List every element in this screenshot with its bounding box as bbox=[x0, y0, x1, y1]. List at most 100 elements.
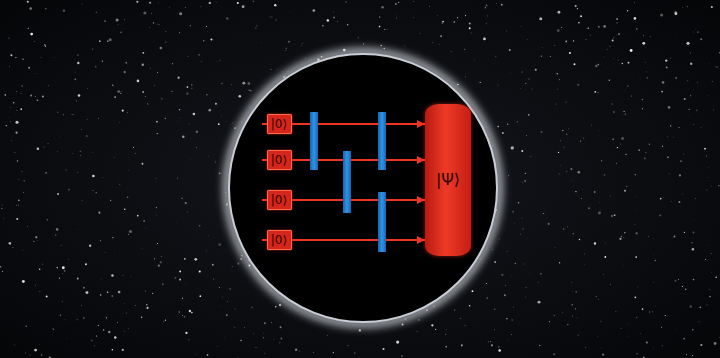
star bbox=[613, 139, 614, 140]
qubit-wire-arrow bbox=[292, 239, 426, 241]
star bbox=[142, 64, 144, 66]
star bbox=[700, 307, 702, 309]
star bbox=[194, 354, 196, 356]
star bbox=[185, 202, 187, 204]
star bbox=[155, 214, 157, 216]
star bbox=[104, 20, 106, 22]
two-qubit-gate bbox=[343, 151, 351, 213]
star bbox=[577, 8, 578, 9]
star bbox=[112, 349, 114, 351]
star bbox=[92, 151, 94, 153]
star bbox=[690, 62, 692, 64]
star bbox=[464, 49, 465, 50]
star bbox=[182, 298, 183, 299]
star bbox=[124, 303, 126, 305]
star bbox=[678, 127, 679, 128]
star bbox=[465, 76, 467, 78]
star bbox=[142, 91, 144, 93]
star bbox=[636, 196, 638, 198]
star bbox=[83, 287, 85, 289]
star bbox=[700, 38, 702, 40]
star bbox=[486, 15, 488, 17]
star bbox=[238, 95, 241, 98]
star bbox=[66, 338, 68, 340]
star bbox=[209, 2, 211, 4]
star bbox=[687, 6, 689, 8]
star bbox=[501, 274, 503, 276]
star bbox=[137, 215, 139, 217]
star bbox=[660, 326, 662, 328]
star bbox=[146, 304, 148, 306]
star bbox=[154, 85, 156, 87]
star bbox=[10, 107, 12, 109]
star bbox=[616, 18, 618, 20]
star bbox=[128, 234, 130, 236]
star bbox=[662, 196, 664, 198]
star bbox=[711, 272, 713, 274]
star bbox=[95, 66, 97, 68]
star bbox=[646, 341, 648, 343]
star bbox=[525, 296, 527, 298]
star bbox=[102, 61, 103, 62]
star bbox=[670, 58, 671, 59]
star bbox=[237, 2, 239, 4]
star bbox=[113, 86, 115, 88]
star bbox=[709, 296, 711, 298]
star bbox=[610, 284, 612, 286]
star bbox=[540, 131, 542, 133]
star bbox=[128, 169, 130, 171]
star bbox=[149, 67, 151, 69]
star bbox=[521, 217, 523, 219]
star bbox=[706, 95, 708, 97]
star bbox=[498, 349, 500, 351]
star bbox=[575, 5, 577, 7]
star bbox=[12, 247, 14, 249]
star bbox=[711, 81, 713, 83]
star bbox=[213, 278, 215, 280]
star bbox=[86, 135, 88, 137]
star bbox=[196, 131, 198, 133]
star bbox=[525, 83, 526, 84]
star bbox=[111, 274, 113, 276]
star bbox=[76, 228, 78, 230]
star bbox=[196, 147, 198, 149]
star bbox=[161, 98, 163, 100]
star bbox=[200, 61, 202, 63]
star bbox=[221, 83, 222, 84]
star bbox=[2, 204, 3, 205]
star bbox=[177, 12, 179, 14]
star bbox=[187, 55, 189, 57]
star bbox=[274, 4, 276, 6]
star bbox=[510, 274, 512, 276]
star bbox=[33, 241, 34, 242]
qubit-init-box: |0⟩ bbox=[267, 114, 292, 134]
star bbox=[519, 88, 521, 90]
star bbox=[62, 114, 64, 116]
star bbox=[185, 284, 187, 286]
star bbox=[506, 30, 508, 32]
star bbox=[525, 173, 526, 174]
star bbox=[480, 82, 481, 83]
star bbox=[152, 293, 153, 294]
star bbox=[396, 341, 399, 344]
star bbox=[220, 115, 222, 117]
star bbox=[117, 24, 119, 26]
star bbox=[205, 250, 207, 252]
star bbox=[583, 264, 585, 266]
star bbox=[134, 305, 136, 307]
star bbox=[112, 237, 113, 238]
star bbox=[565, 41, 567, 43]
star bbox=[179, 117, 181, 119]
star bbox=[23, 180, 25, 182]
star bbox=[614, 214, 616, 216]
star bbox=[240, 340, 241, 341]
star bbox=[653, 282, 655, 284]
star bbox=[692, 248, 694, 250]
star bbox=[18, 204, 20, 206]
star bbox=[165, 118, 166, 119]
star bbox=[675, 37, 677, 39]
star bbox=[231, 84, 233, 86]
star bbox=[497, 84, 498, 85]
star bbox=[712, 109, 714, 111]
